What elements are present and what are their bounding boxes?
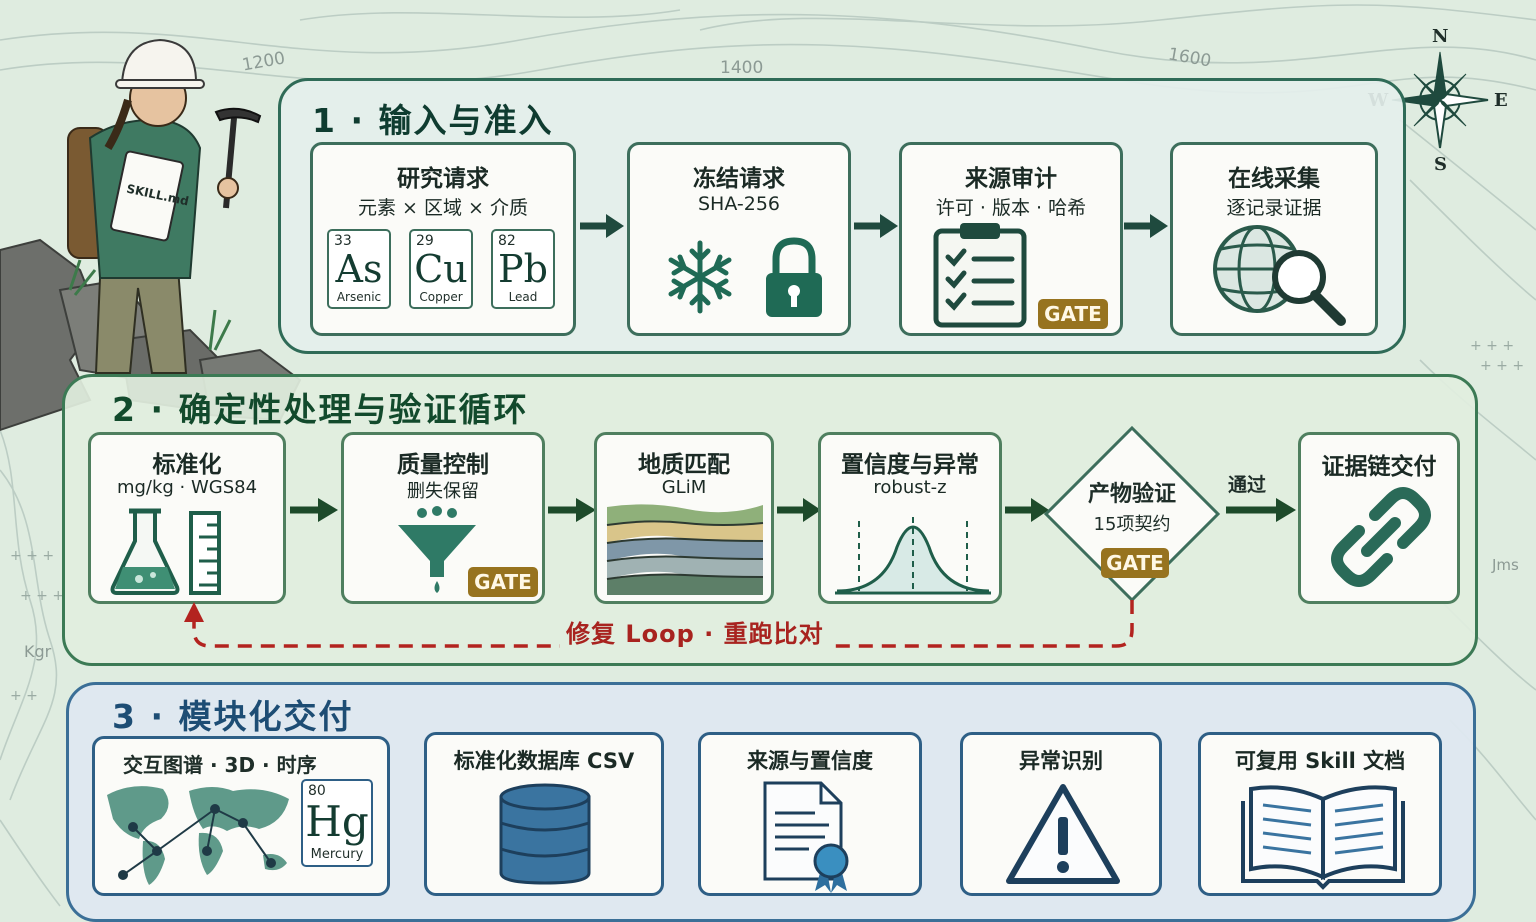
card-title: 来源与置信度 xyxy=(747,749,873,773)
card-quality-control[interactable]: 质量控制 删失保留 GATE xyxy=(341,432,545,604)
card-title: 交互图谱 · 3D · 时序 xyxy=(123,753,317,777)
card-geology-matching[interactable]: 地质匹配 GLiM xyxy=(594,432,774,604)
card-anomaly-detection[interactable]: 异常识别 xyxy=(960,732,1162,896)
element-symbol: Hg xyxy=(305,797,369,846)
element-symbol: Cu xyxy=(414,247,468,291)
element-number: 82 xyxy=(498,233,516,249)
verification-subtitle: 15项契约 xyxy=(1093,514,1171,535)
arrow-right-icon xyxy=(777,498,821,522)
compass-east: E xyxy=(1494,90,1508,111)
card-title: 标准化 xyxy=(152,452,222,478)
arrow-right-icon xyxy=(1005,498,1049,522)
svg-text:+ + +: + + + xyxy=(20,588,64,604)
pass-label: 通过 xyxy=(1228,474,1267,496)
card-freeze-request[interactable]: 冻结请求 SHA-256 xyxy=(627,142,851,336)
repair-loop-label: 修复 Loop · 重跑比对 xyxy=(560,614,830,649)
compass-north: N xyxy=(1432,26,1449,47)
flask-icon xyxy=(110,508,180,595)
card-source-audit[interactable]: 来源审计 许可 · 版本 · 哈希 GATE xyxy=(899,142,1123,336)
card-title: 可复用 Skill 文档 xyxy=(1234,749,1406,773)
lock-icon xyxy=(766,237,822,317)
snowflake-icon xyxy=(668,240,732,314)
card-subtitle: robust-z xyxy=(873,477,947,498)
world-map-network-icon xyxy=(107,786,289,885)
arrow-right-icon xyxy=(580,214,624,238)
certificate-document-icon xyxy=(763,781,849,893)
card-title: 标准化数据库 CSV xyxy=(453,749,635,773)
clipboard-checklist-icon xyxy=(933,223,1027,328)
card-subtitle: GLiM xyxy=(661,477,707,498)
element-name: Copper xyxy=(419,290,463,304)
element-name: Arsenic xyxy=(336,290,382,304)
card-title: 在线采集 xyxy=(1228,166,1320,192)
arrow-right-icon xyxy=(548,498,596,522)
element-symbol: As xyxy=(335,247,383,291)
element-number: 33 xyxy=(334,233,352,249)
card-title: 置信度与异常 xyxy=(841,452,979,478)
card-research-request[interactable]: 研究请求 元素 × 区域 × 介质 33 As Arsenic 29 Cu Co… xyxy=(310,142,576,336)
arrow-right-icon xyxy=(1124,214,1168,238)
arrow-right-icon xyxy=(290,498,338,522)
arrow-right-icon xyxy=(854,214,898,238)
card-subtitle: 许可 · 版本 · 哈希 xyxy=(935,197,1087,219)
card-title: 异常识别 xyxy=(1019,749,1103,773)
svg-text:+ +: + + xyxy=(10,688,38,704)
section-1-title: 1 · 输入与准入 xyxy=(312,101,554,140)
verification-title[interactable]: 产物验证 xyxy=(1087,482,1176,507)
card-standardized-database[interactable]: 标准化数据库 CSV xyxy=(424,732,664,896)
gate-badge: GATE xyxy=(1101,548,1169,578)
map-label-jms: Jms xyxy=(1492,556,1519,574)
element-tile-lead: 82 Pb Lead xyxy=(491,229,555,309)
element-tile-mercury: 80 Hg Mercury xyxy=(301,779,373,867)
element-number: 80 xyxy=(308,783,326,799)
database-icon xyxy=(499,783,591,885)
element-number: 29 xyxy=(416,233,434,249)
card-title: 地质匹配 xyxy=(638,452,730,478)
card-reusable-skill-doc[interactable]: 可复用 Skill 文档 xyxy=(1198,732,1442,896)
card-title: 证据链交付 xyxy=(1321,454,1437,480)
arrow-right-icon xyxy=(1226,498,1296,522)
card-title: 来源审计 xyxy=(965,166,1057,192)
map-label-kgr: Kgr xyxy=(24,642,52,661)
open-book-icon xyxy=(1241,785,1405,890)
rock-strata-icon xyxy=(606,504,764,595)
element-name: Lead xyxy=(508,290,538,304)
gate-badge: GATE xyxy=(1038,299,1108,329)
card-subtitle: SHA-256 xyxy=(697,193,781,215)
svg-text:+ + +: + + + xyxy=(1480,358,1524,374)
svg-text:+ + +: + + + xyxy=(1470,338,1514,354)
card-evidence-chain[interactable]: 证据链交付 xyxy=(1298,432,1460,604)
card-normalize[interactable]: 标准化 mg/kg · WGS84 xyxy=(88,432,286,604)
card-online-collection[interactable]: 在线采集 逐记录证据 xyxy=(1170,142,1378,336)
card-subtitle: 删失保留 xyxy=(407,481,479,502)
card-title: 冻结请求 xyxy=(693,166,785,192)
element-tile-arsenic: 33 As Arsenic xyxy=(327,229,391,309)
svg-text:+ + +: + + + xyxy=(10,548,54,564)
element-name: Mercury xyxy=(310,847,364,862)
section-2-title: 2 · 确定性处理与验证循环 xyxy=(112,390,529,429)
card-title: 质量控制 xyxy=(397,452,489,478)
funnel-icon xyxy=(398,506,476,593)
warning-icon xyxy=(1006,784,1120,884)
section-3-title: 3 · 模块化交付 xyxy=(112,697,354,736)
card-provenance-confidence[interactable]: 来源与置信度 xyxy=(698,732,922,896)
ruler-icon xyxy=(189,511,221,595)
card-interactive-atlas[interactable]: 交互图谱 · 3D · 时序 80 Hg Mercury xyxy=(92,736,390,896)
card-subtitle: 元素 × 区域 × 介质 xyxy=(358,197,528,219)
element-symbol: Pb xyxy=(498,247,548,291)
element-tile-copper: 29 Cu Copper xyxy=(409,229,473,309)
chain-link-icon xyxy=(1331,487,1431,587)
card-confidence-anomaly[interactable]: 置信度与异常 robust-z xyxy=(818,432,1002,604)
card-subtitle: 逐记录证据 xyxy=(1226,197,1322,219)
contour-label-1400: 1400 xyxy=(720,58,764,78)
card-title: 研究请求 xyxy=(397,166,489,192)
gate-badge: GATE xyxy=(468,567,538,597)
compass-south: S xyxy=(1434,154,1447,175)
card-subtitle: mg/kg · WGS84 xyxy=(116,477,258,498)
bell-curve-icon xyxy=(835,517,991,595)
globe-search-icon xyxy=(1213,225,1346,326)
geologist-illustration: SKILL.md xyxy=(60,28,280,378)
